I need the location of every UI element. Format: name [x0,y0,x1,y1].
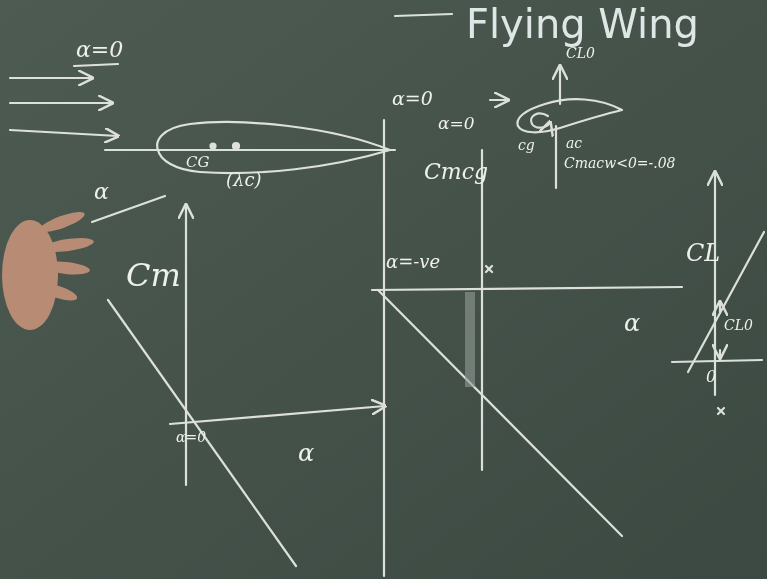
x-axis [372,287,682,290]
chalk-label: Cm [126,258,181,293]
tick-mark [486,266,492,272]
chalk-label: α=0 [392,88,433,109]
chalk-label: α [94,180,109,204]
x-axis [672,360,762,362]
ac-line [555,126,557,188]
chalk-label: α [298,440,314,466]
lift-arrow [559,66,561,104]
chalk-label: CG [186,154,209,171]
cm-line [378,290,622,536]
cl0-arrow [719,302,721,312]
y-axis [481,150,483,470]
chalk-label: CL0 [566,46,595,61]
flow-arrow [10,102,112,104]
flow-arrow [10,77,92,79]
chalk-label: α=0 [76,38,123,62]
moment-arrow [531,114,550,128]
chalk-label: α [624,310,640,336]
chord-line [105,149,395,151]
tick-mark [718,408,724,414]
implies-arrow [490,99,508,101]
cambered-airfoil [517,99,622,132]
board-title: Flying Wing [466,2,699,46]
flow-arrow [10,130,118,136]
chalk-label: α=0 [176,430,206,445]
symmetric-airfoil [157,122,390,173]
chalk-label: ac [566,136,582,151]
chalk-label: α=0 [438,114,475,133]
hand [2,208,95,330]
chalk-label: 0 [706,368,716,386]
tick-mark [718,408,724,414]
chalk-label: Cmacw<0=-.08 [564,156,676,171]
tick-mark [486,266,492,272]
chalk-label: Cmcg [424,160,488,184]
chalk-label: CL [686,240,720,266]
chalk-label: α=-ve [386,252,440,272]
chalk-label: cg [518,138,535,153]
cm-line [108,300,296,566]
chalk-label: (λc) [226,170,262,190]
cl0-arrow [719,350,721,358]
x-axis [170,406,385,424]
shaded-band [465,292,475,387]
title-dash [395,14,452,16]
cg-dot [211,144,216,149]
chalk-label: CL0 [724,318,753,333]
ac-dot [233,143,239,149]
divider-line [383,120,385,576]
underline [74,64,118,66]
